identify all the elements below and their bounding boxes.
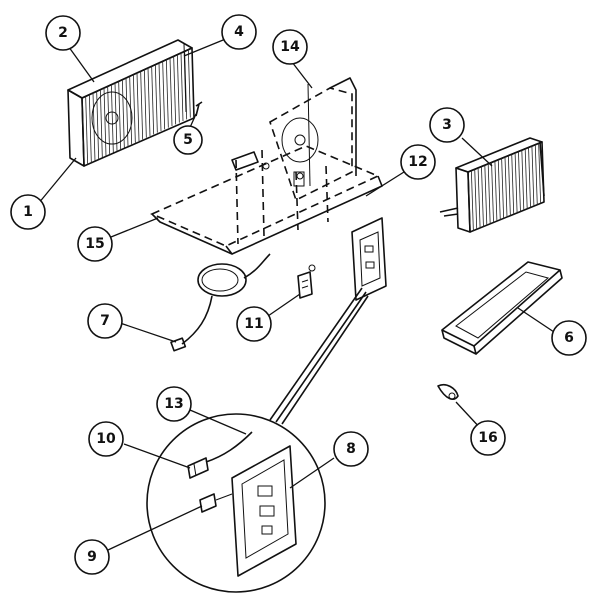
- coil-fin: [162, 61, 166, 130]
- coil-fin: [147, 67, 151, 137]
- svg-text:16: 16: [478, 430, 497, 446]
- coil-fin: [158, 62, 162, 132]
- coil-fin: [474, 169, 478, 230]
- svg-text:13: 13: [164, 396, 183, 412]
- coil-fin: [481, 166, 484, 227]
- coil-fin: [531, 146, 535, 207]
- callout-13: 13: [156, 386, 192, 422]
- coil-fin: [88, 94, 92, 163]
- svg-text:9: 9: [87, 549, 97, 565]
- svg-text:10: 10: [96, 431, 116, 447]
- callout-5: 5: [173, 125, 203, 155]
- callout-14: 14: [272, 29, 308, 65]
- callout-7: 7: [87, 303, 123, 339]
- drain-tray: [441, 261, 563, 355]
- coil-fin: [494, 161, 498, 222]
- coil-fin: [173, 56, 177, 125]
- svg-text:15: 15: [85, 236, 104, 252]
- control-panel: [351, 217, 387, 301]
- power-cord: [170, 253, 271, 352]
- coil-fin: [538, 143, 542, 204]
- coil-fin: [477, 167, 481, 228]
- coil-fin: [140, 71, 144, 140]
- coil-fin: [518, 151, 521, 212]
- coil-fin: [534, 144, 538, 205]
- svg-text:2: 2: [58, 25, 68, 41]
- coil-fin: [497, 159, 501, 220]
- coil-fin: [114, 82, 118, 152]
- callout-12: 12: [400, 144, 436, 180]
- svg-text:3: 3: [442, 117, 452, 133]
- coil-fin: [136, 72, 140, 142]
- svg-text:11: 11: [244, 316, 263, 332]
- coil-fin: [85, 96, 89, 165]
- coil-fin: [521, 150, 525, 211]
- callout-2: 2: [45, 15, 81, 51]
- evaporator-coil: [439, 137, 545, 233]
- coil-fin: [107, 86, 111, 155]
- leader-lines: [37, 37, 555, 551]
- coil-fin: [132, 74, 136, 143]
- callout-10: 10: [88, 421, 124, 457]
- callout-4: 4: [221, 14, 257, 50]
- coil-fin: [92, 92, 96, 162]
- callout-8: 8: [333, 431, 369, 467]
- coil-fin: [96, 91, 100, 160]
- coil-fin: [151, 66, 155, 135]
- coil-fin: [110, 84, 114, 153]
- svg-text:6: 6: [564, 330, 574, 346]
- coil-fin: [143, 69, 147, 138]
- svg-text:5: 5: [183, 132, 193, 148]
- condenser-coil: [67, 39, 195, 167]
- coil-fin: [470, 170, 474, 231]
- coil-fin: [165, 59, 169, 128]
- coil-fin: [514, 152, 518, 213]
- coil-fin: [103, 87, 107, 157]
- callout-6: 6: [551, 320, 587, 356]
- coil-fin: [180, 52, 184, 122]
- coil-fin: [491, 162, 494, 223]
- svg-text:1: 1: [23, 204, 33, 220]
- coil-fin: [187, 49, 191, 118]
- coil-fin: [484, 165, 488, 226]
- coil-fin: [169, 57, 173, 127]
- coil-fin: [528, 147, 531, 208]
- callout-1: 1: [10, 194, 46, 230]
- svg-text:7: 7: [100, 313, 110, 329]
- coil-fin: [507, 155, 511, 216]
- svg-text:4: 4: [234, 24, 244, 40]
- callout-9: 9: [74, 539, 110, 575]
- detail-magnifier: [146, 287, 369, 593]
- svg-text:8: 8: [346, 441, 356, 457]
- svg-text:14: 14: [280, 39, 300, 55]
- switch-part: [297, 264, 316, 299]
- coil-fin: [501, 158, 505, 219]
- coil-fin: [524, 148, 528, 209]
- callout-15: 15: [77, 226, 113, 262]
- drain-fitting: [437, 383, 459, 400]
- coil-fin: [487, 163, 491, 224]
- callout-16: 16: [470, 420, 506, 456]
- callout-3: 3: [429, 107, 465, 143]
- coil-fin: [504, 156, 508, 218]
- coil-fin: [154, 64, 158, 133]
- screw-part: [195, 101, 203, 117]
- coil-fin: [176, 54, 180, 123]
- coil-fin: [511, 154, 515, 215]
- callout-11: 11: [236, 306, 272, 342]
- coil-fin: [121, 79, 125, 148]
- coil-fin: [99, 89, 103, 158]
- svg-text:12: 12: [408, 154, 427, 170]
- coil-fin: [118, 81, 122, 150]
